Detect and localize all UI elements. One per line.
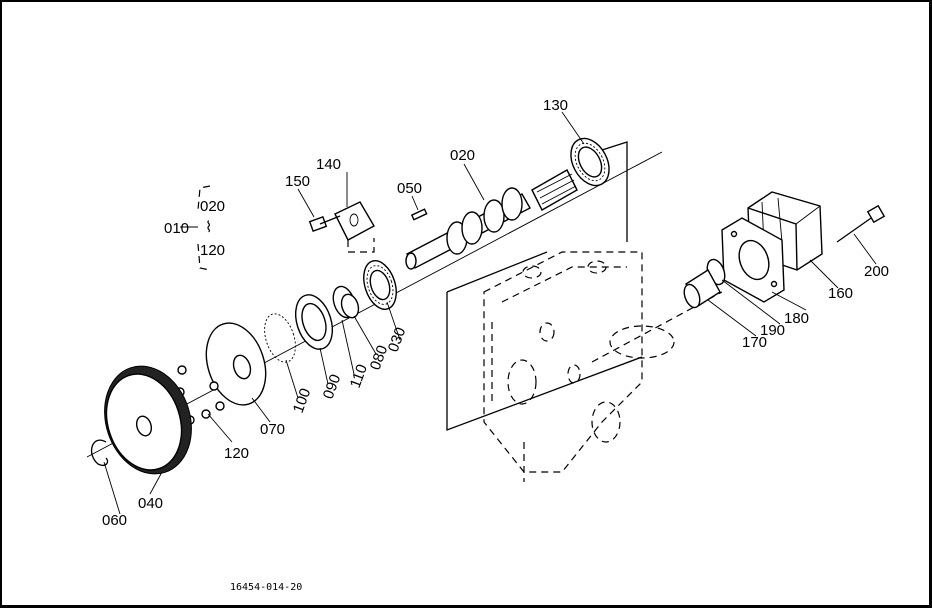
cover-140 <box>334 201 375 253</box>
plate-070 <box>205 322 267 406</box>
label-range-from: 020 <box>200 198 225 215</box>
circlip-060 <box>90 439 109 466</box>
gear-case-housing <box>483 251 675 482</box>
label-180: 180 <box>784 310 809 327</box>
bearing-130 <box>570 137 610 187</box>
collar-090 <box>294 294 334 350</box>
needle-ring-100 <box>264 313 296 363</box>
label-100: 100 <box>290 386 315 415</box>
ring-110 <box>340 293 360 319</box>
label-040: 040 <box>138 495 163 512</box>
label-170: 170 <box>742 334 767 351</box>
label-160: 160 <box>828 285 853 302</box>
label-120: 120 <box>224 445 249 462</box>
label-range-to: 120 <box>200 242 225 259</box>
label-200: 200 <box>864 263 889 280</box>
bolt-150 <box>308 215 341 232</box>
label-assembly-010: 010 <box>164 220 189 237</box>
label-020: 020 <box>450 147 475 164</box>
drawing-code: 16454-014-20 <box>230 582 302 593</box>
label-070: 070 <box>260 421 285 438</box>
assembly-bracket <box>197 185 211 271</box>
label-140: 140 <box>316 156 341 173</box>
label-060: 060 <box>102 512 127 529</box>
gear-040 <box>104 365 192 475</box>
bearing-030 <box>363 260 397 310</box>
sleeve-170 <box>683 269 721 309</box>
gasket-180 <box>721 217 785 303</box>
leader-lines <box>103 111 877 515</box>
reference-plane-lines <box>446 141 723 431</box>
bolt-200 <box>836 204 886 243</box>
camshaft-part <box>405 169 578 270</box>
key-050 <box>410 208 428 221</box>
label-range-tilde: ⌇ <box>205 219 212 236</box>
label-050: 050 <box>397 180 422 197</box>
label-150: 150 <box>285 173 310 190</box>
label-090: 090 <box>320 372 345 401</box>
label-130: 130 <box>543 97 568 114</box>
label-190: 190 <box>760 322 785 339</box>
